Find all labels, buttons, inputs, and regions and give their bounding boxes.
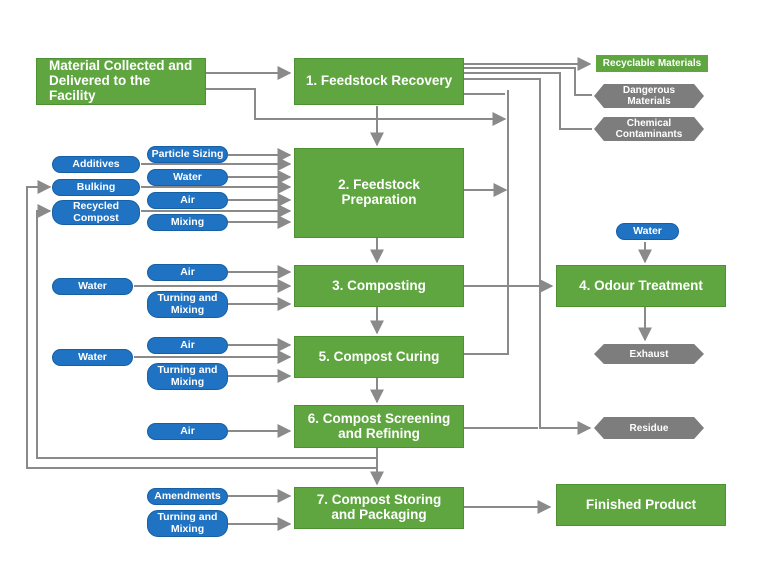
input-air-screening: Air <box>147 423 228 440</box>
input-amendments: Amendments <box>147 488 228 505</box>
input-turning-mixing-curing: Turning and Mixing <box>147 363 228 390</box>
step-feedstock-preparation: 2. Feedstock Preparation <box>294 148 464 238</box>
input-water-composting: Water <box>52 278 133 295</box>
input-air-composting: Air <box>147 264 228 281</box>
output-exhaust: Exhaust <box>594 344 704 364</box>
finished-product: Finished Product <box>556 484 726 526</box>
input-air-preparation: Air <box>147 192 228 209</box>
step-odour-treatment: 4. Odour Treatment <box>556 265 726 307</box>
input-particle-sizing: Particle Sizing <box>147 146 228 163</box>
step-compost-screening: 6. Compost Screening and Refining <box>294 405 464 448</box>
input-water-curing: Water <box>52 349 133 366</box>
output-residue: Residue <box>594 417 704 439</box>
input-turning-mixing-composting: Turning and Mixing <box>147 291 228 318</box>
input-recycled-compost: Recycled Compost <box>52 200 140 225</box>
input-water-odour: Water <box>616 223 679 240</box>
input-water-preparation: Water <box>147 169 228 186</box>
input-mixing-preparation: Mixing <box>147 214 228 231</box>
input-additives: Additives <box>52 156 140 173</box>
step-composting: 3. Composting <box>294 265 464 307</box>
input-bulking: Bulking <box>52 179 140 196</box>
step-compost-curing: 5. Compost Curing <box>294 336 464 378</box>
input-turning-mixing-storing: Turning and Mixing <box>147 510 228 537</box>
input-material-collected: Material Collected and Delivered to the … <box>36 58 206 105</box>
step-compost-storing: 7. Compost Storing and Packaging <box>294 487 464 529</box>
input-air-curing: Air <box>147 337 228 354</box>
output-chemical-contaminants: Chemical Contaminants <box>594 117 704 141</box>
output-dangerous-materials: Dangerous Materials <box>594 84 704 108</box>
step-feedstock-recovery: 1. Feedstock Recovery <box>294 58 464 105</box>
output-recyclable-materials: Recyclable Materials <box>596 55 708 72</box>
